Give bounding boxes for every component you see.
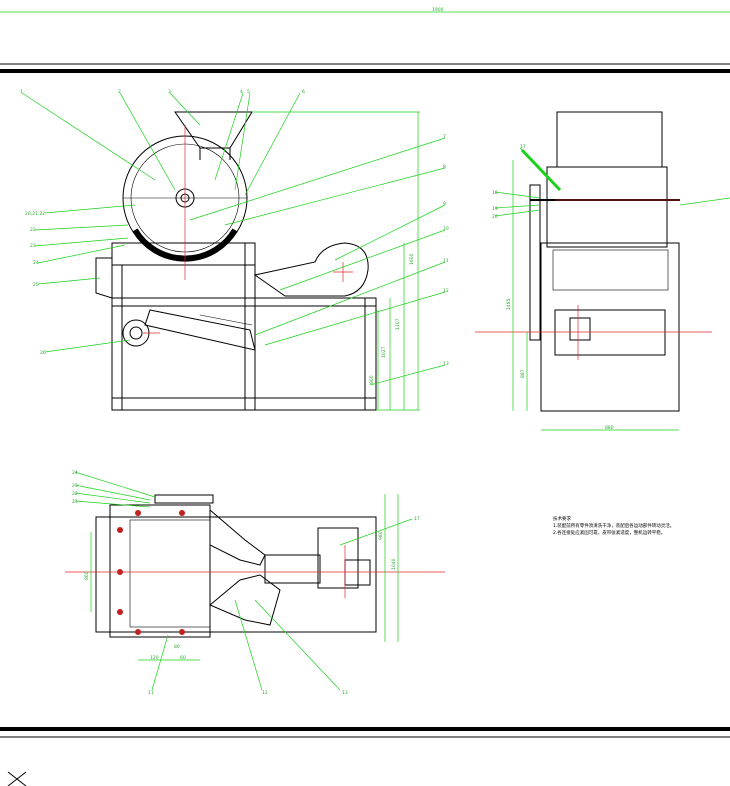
callout-6: 6 — [302, 89, 305, 95]
upper-frame — [111, 242, 256, 266]
callout-23: 23 — [30, 243, 36, 249]
callout-24: 24 — [33, 260, 39, 266]
technical-notes: 技术要求 1.装配前所有零件须清洗干净，装配后各运动部件转动灵活。 2.各连接处… — [553, 515, 674, 536]
callout-26: 26 — [40, 350, 46, 356]
callout-1: 1 — [20, 89, 23, 95]
callout-22: 22 — [30, 227, 36, 233]
callout-13: 13 — [443, 361, 449, 367]
callout-20-22: 20,21,22 — [25, 211, 45, 217]
side-view: 1485 887 880 17 18 19 20 — [475, 111, 730, 431]
side-callout-17: 17 — [520, 144, 526, 150]
side-drum-housing — [546, 166, 668, 248]
callout-12: 12 — [443, 288, 449, 294]
side-hopper — [556, 111, 663, 168]
top-view: 1040 980 860 120 80 60 24 23 22 21 17 13… — [65, 470, 445, 696]
top-callout-22: 22 — [72, 491, 78, 497]
callout-5: 5 — [247, 89, 250, 95]
side-callout-20: 20 — [492, 214, 498, 220]
callout-7: 7 — [443, 134, 446, 140]
side-callout-18: 18 — [492, 190, 498, 196]
front-view: 1600 1107 1027 800 1 2 3 4 5 6 7 8 9 10 — [20, 89, 449, 411]
side-dim-2: 887 — [520, 369, 526, 378]
side-motor — [554, 309, 666, 356]
top-dim-1040: 1040 — [391, 558, 397, 570]
notes-heading: 技术要求 — [553, 515, 571, 522]
callout-8: 8 — [443, 164, 446, 170]
callout-4: 4 — [240, 89, 243, 95]
side-dim-3: 880 — [605, 425, 614, 431]
callout-11: 11 — [443, 258, 449, 264]
callout-25: 25 — [33, 282, 39, 288]
vibrating-sieve — [144, 309, 256, 351]
top-dimension-label: 1900 — [432, 7, 444, 13]
callout-3: 3 — [168, 89, 171, 95]
top-frame-outline — [95, 516, 377, 633]
front-dim-4: 800 — [369, 375, 375, 384]
callout-9: 9 — [443, 201, 446, 207]
front-dim-1: 1600 — [409, 253, 415, 265]
top-fan-duct — [264, 554, 321, 584]
top-callout-17: 17 — [414, 516, 420, 522]
front-dim-3: 1027 — [381, 346, 387, 358]
side-frame — [540, 242, 680, 412]
belt-pulley-side — [529, 184, 541, 341]
ucs-axis-icon — [7, 771, 27, 786]
top-dim-860: 860 — [84, 571, 90, 580]
top-callout-21: 21 — [72, 499, 78, 505]
discharge-chute — [95, 257, 113, 299]
top-callout-12: 12 — [262, 690, 268, 696]
top-motor — [317, 527, 359, 589]
top-dim-120: 120 — [150, 655, 159, 661]
top-dim-60: 60 — [180, 655, 186, 661]
callout-10: 10 — [443, 226, 449, 232]
front-dim-2: 1107 — [395, 318, 401, 330]
top-belt-pulley — [154, 494, 214, 504]
callout-2: 2 — [118, 89, 121, 95]
top-callout-11: 11 — [148, 690, 154, 696]
side-callout-19: 19 — [492, 206, 498, 212]
sheet-frame: 1900 — [0, 7, 730, 786]
top-callout-24: 24 — [72, 470, 78, 476]
motor-fan-housing — [253, 242, 369, 297]
top-dim-980: 980 — [378, 531, 384, 540]
bottom-frame-rail — [111, 397, 377, 411]
top-callout-23: 23 — [72, 483, 78, 489]
notes-line-1: 1.装配前所有零件须清洗干净，装配后各运动部件转动灵活。 — [553, 522, 674, 529]
middle-frame-rail — [111, 297, 377, 307]
top-callout-13: 13 — [342, 690, 348, 696]
side-dim-1: 1485 — [506, 298, 512, 310]
top-dim-80: 80 — [174, 644, 180, 650]
notes-line-2: 2.各连接处应紧固可靠，皮带张紧适度，整机运转平稳。 — [553, 529, 665, 536]
